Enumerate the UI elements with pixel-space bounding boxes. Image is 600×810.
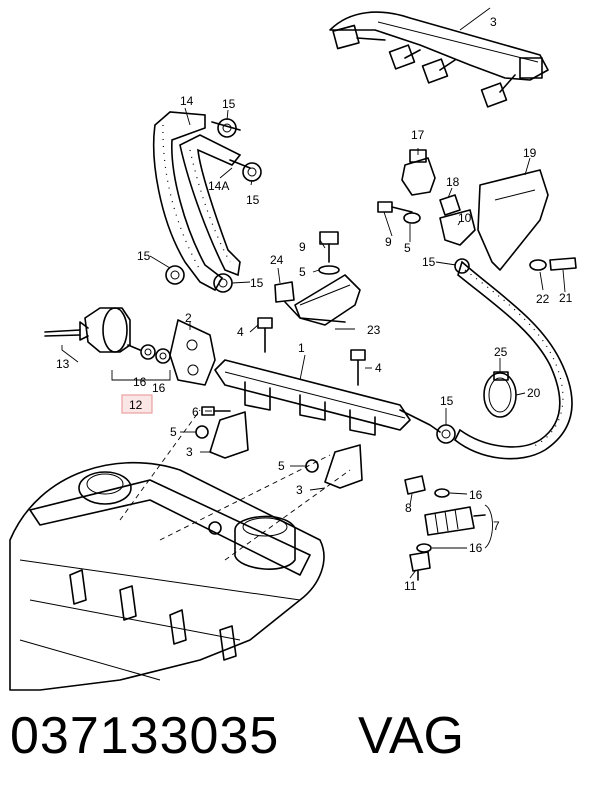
callout-16-left-b: 16	[152, 381, 166, 395]
callout-9-right: 9	[385, 235, 392, 249]
callout-5-right: 5	[404, 241, 411, 255]
callout-15-top-a: 15	[222, 97, 236, 111]
exploded-parts-diagram: 3 14 15 14A 15 17 19 18 10 9 5 15 9 5 24…	[9, 7, 577, 691]
callout-5-top: 5	[299, 265, 306, 279]
callout-11: 11	[404, 579, 417, 593]
callout-2: 2	[185, 311, 192, 325]
fuel-rail	[214, 359, 441, 436]
part-number: 037133035	[10, 707, 280, 765]
callout-labels: 3 14 15 14A 15 17 19 18 10 9 5 15 9 5 24…	[56, 15, 573, 593]
callout-14a: 14A	[208, 179, 229, 193]
leader-lines	[61, 7, 566, 579]
callout-5-mid: 5	[278, 459, 285, 473]
brand-name: VAG	[358, 707, 464, 765]
callout-22: 22	[536, 292, 550, 306]
callout-16-right-a: 16	[469, 488, 483, 502]
injector-holders	[195, 406, 363, 489]
callout-24: 24	[270, 253, 284, 267]
callout-10: 10	[458, 211, 472, 225]
vacuum-hose	[152, 111, 251, 292]
callout-21: 21	[559, 291, 573, 305]
injector	[404, 475, 486, 581]
wiring-harness	[329, 11, 549, 108]
callout-5-left: 5	[170, 425, 177, 439]
callout-23: 23	[367, 323, 381, 337]
callout-15-top-b: 15	[246, 193, 260, 207]
callout-13: 13	[56, 357, 70, 371]
callout-15-bottom: 15	[440, 394, 454, 408]
pressure-regulator	[44, 307, 171, 364]
callout-15-right: 15	[422, 255, 436, 269]
callout-1: 1	[298, 341, 305, 355]
callout-16-left-a: 16	[133, 375, 147, 389]
bolts	[257, 317, 366, 386]
highlight-part-12: 12	[121, 394, 153, 414]
callout-20: 20	[527, 386, 541, 400]
mount-hardware	[274, 231, 361, 326]
engine-cylinder-head	[9, 409, 351, 691]
callout-4-right: 4	[375, 361, 382, 375]
callout-7: 7	[493, 519, 500, 533]
callout-9-top: 9	[299, 240, 306, 254]
callout-15-left: 15	[137, 249, 151, 263]
callout-8: 8	[405, 501, 412, 515]
callout-18: 18	[446, 175, 460, 189]
callout-15-mid: 15	[250, 276, 264, 290]
bracket	[169, 319, 216, 386]
callout-12: 12	[129, 398, 143, 412]
callout-17: 17	[411, 128, 425, 142]
callout-25: 25	[494, 345, 508, 359]
callout-3-left: 3	[186, 445, 193, 459]
return-hose	[436, 258, 573, 460]
callout-19: 19	[523, 146, 537, 160]
callout-16-right-b: 16	[469, 541, 483, 555]
callout-4-left: 4	[237, 325, 244, 339]
callout-6: 6	[192, 405, 199, 419]
hose-clamp-25	[483, 371, 517, 418]
callout-14: 14	[180, 94, 194, 108]
callout-3-harness: 3	[490, 15, 497, 29]
callout-3-mid: 3	[296, 483, 303, 497]
